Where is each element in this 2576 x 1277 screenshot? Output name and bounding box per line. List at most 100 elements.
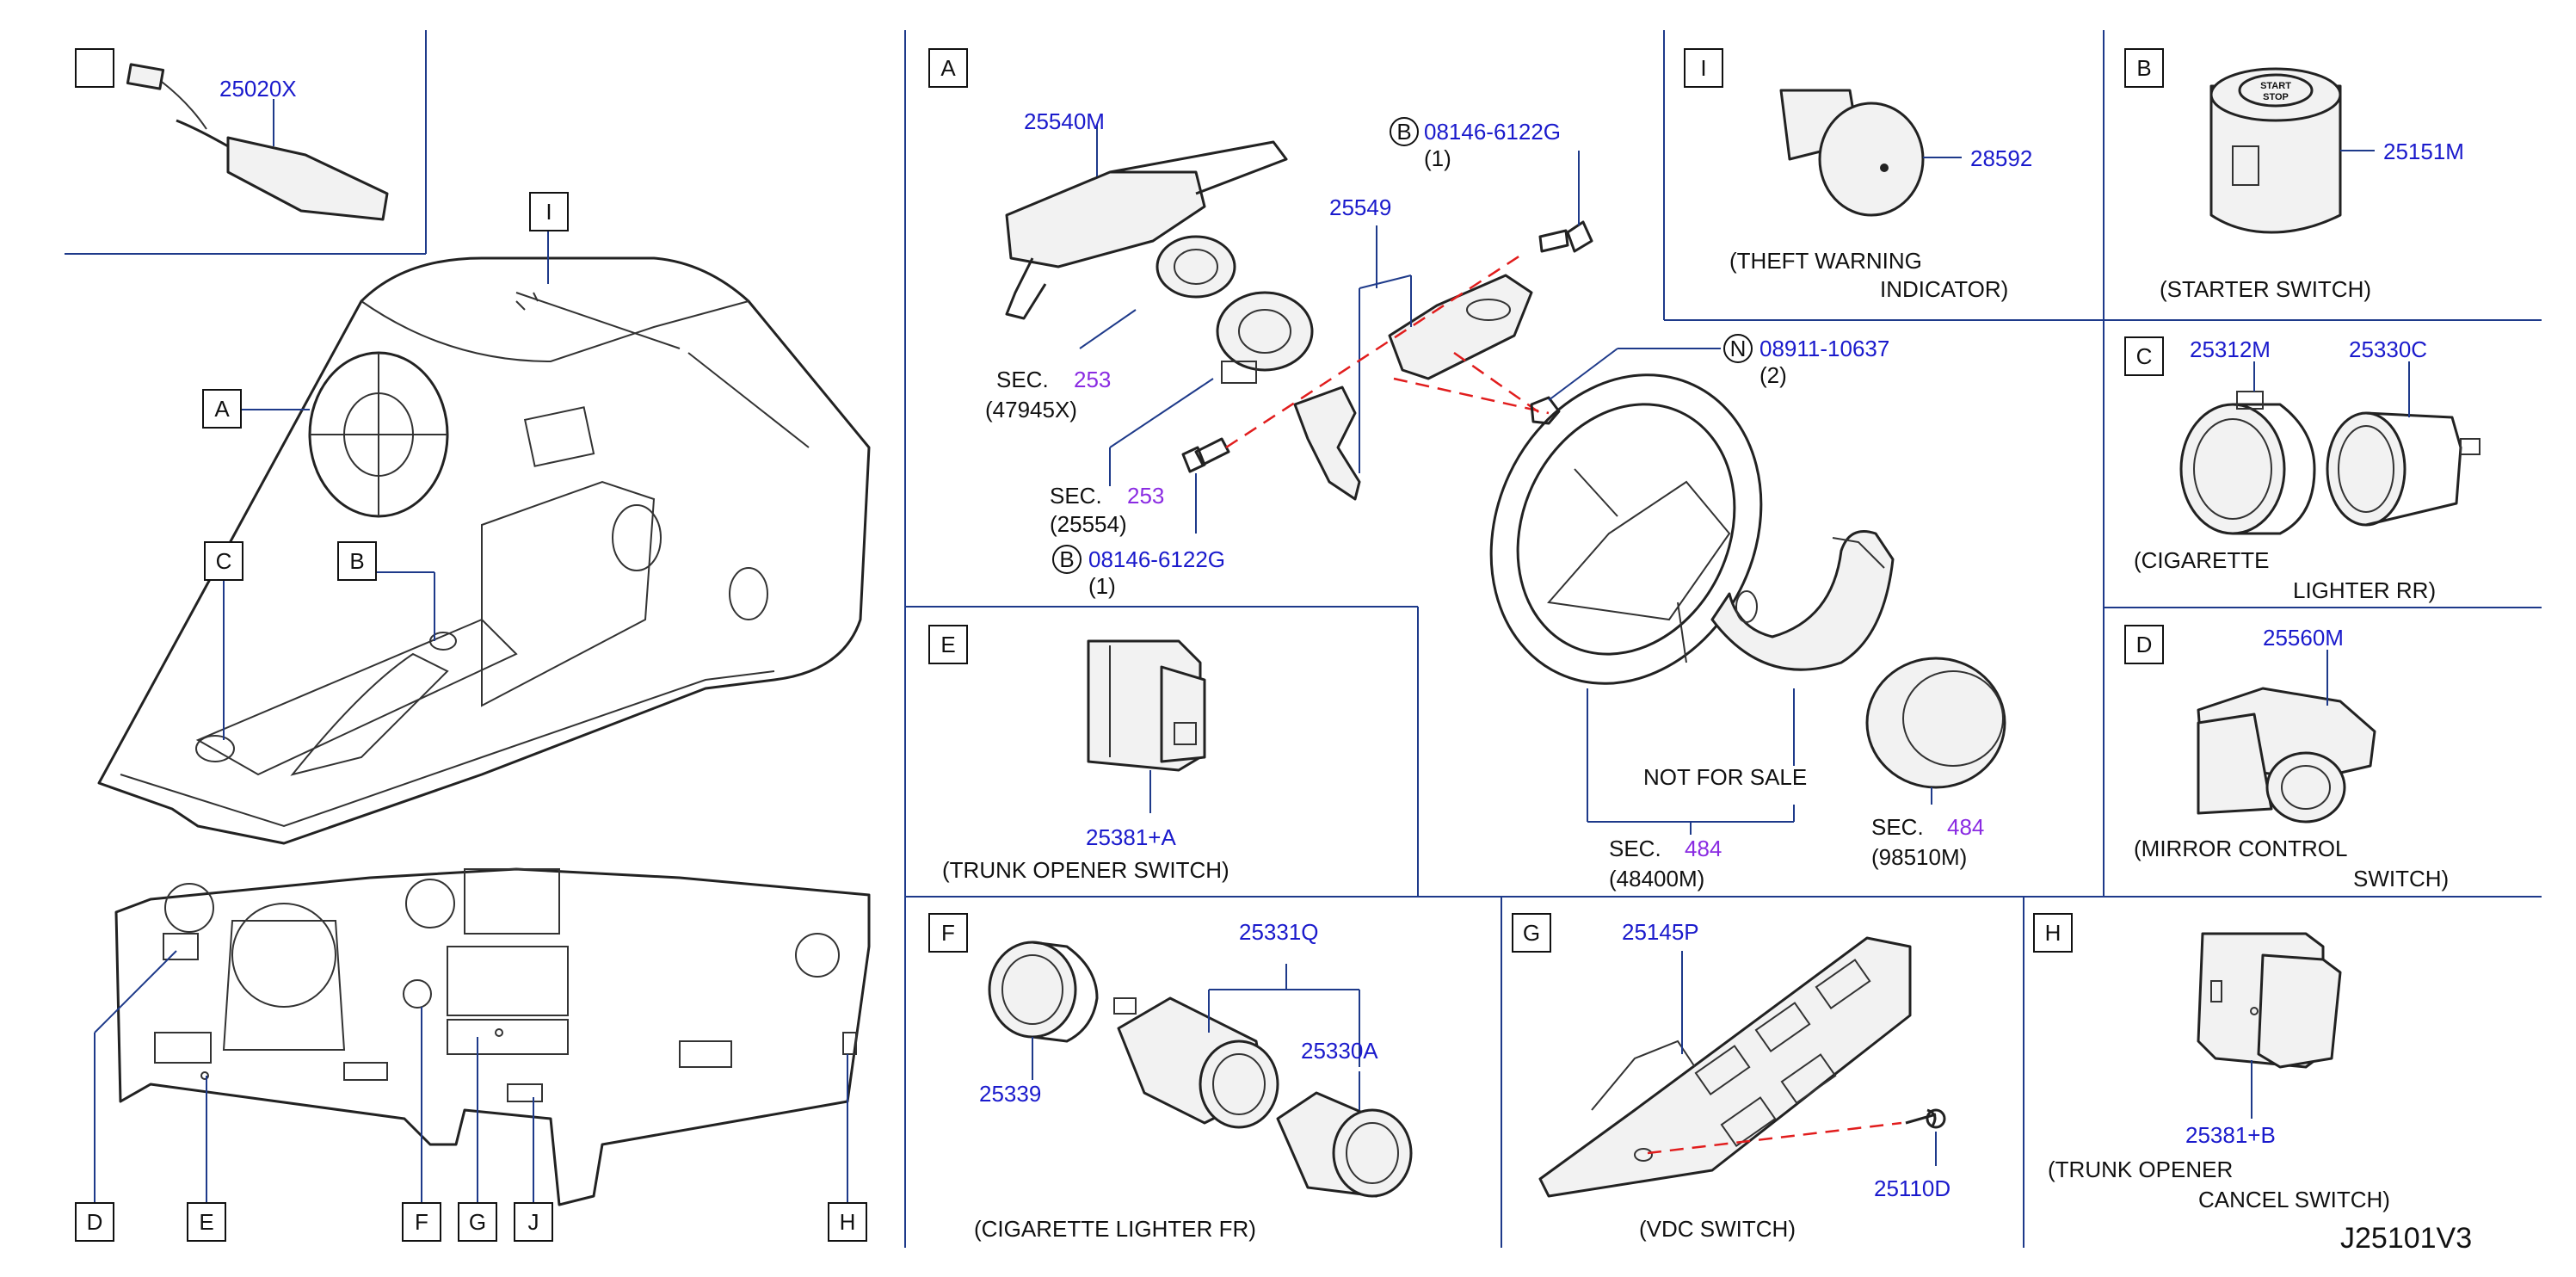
part-25330c-label: 25330C xyxy=(2349,336,2427,362)
sec-484-a-num: 484 xyxy=(1685,836,1722,861)
svg-text:I: I xyxy=(1700,55,1706,81)
svg-text:J: J xyxy=(528,1209,539,1235)
lighter-rr-caption-1: (CIGARETTE xyxy=(2134,547,2269,573)
part-25330a-label: 25330A xyxy=(1301,1038,1378,1064)
part-25339-label: 25339 xyxy=(979,1081,1041,1107)
vdc-switch-caption: (VDC SWITCH) xyxy=(1639,1216,1796,1242)
svg-text:D: D xyxy=(2136,632,2153,657)
callout-box-f: F xyxy=(402,1202,441,1242)
callout-box-e: E xyxy=(187,1202,226,1242)
svg-text:(1): (1) xyxy=(1088,573,1116,599)
part-25145p-label: 25145P xyxy=(1622,919,1699,945)
not-for-sale-note: NOT FOR SALE xyxy=(1643,764,1807,790)
instrument-panel-overview xyxy=(97,256,871,845)
svg-text:08911-10637: 08911-10637 xyxy=(1759,336,1889,361)
svg-text:F: F xyxy=(415,1209,428,1235)
sec-484-a-sub: (48400M) xyxy=(1609,866,1704,891)
callout-box-h: H xyxy=(828,1202,867,1242)
svg-text:F: F xyxy=(941,920,955,946)
panel-f: F 25339 25331Q 25330A (CIGARETTE LIGHTER… xyxy=(928,913,1413,1242)
callout-box-j-bottom: J xyxy=(514,1202,553,1242)
panel-h: H 25381+B (TRUNK OPENER CANCEL SWITCH) xyxy=(2033,913,2390,1212)
starter-switch-body xyxy=(2209,84,2342,234)
svg-text:(2): (2) xyxy=(1759,362,1787,388)
theft-caption-1: (THEFT WARNING xyxy=(1729,248,1922,274)
svg-text:H: H xyxy=(2045,920,2061,946)
lighter-fr-caption: (CIGARETTE LIGHTER FR) xyxy=(974,1216,1256,1242)
sec-253-b-sub: (25554) xyxy=(1050,511,1127,537)
sec-253-b-label: SEC. xyxy=(1050,483,1102,509)
trunk-cancel-caption-2: CANCEL SWITCH) xyxy=(2198,1187,2390,1212)
svg-text:08146-6122G: 08146-6122G xyxy=(1088,546,1225,572)
mirror-caption-1: (MIRROR CONTROL xyxy=(2134,836,2347,861)
svg-text:B: B xyxy=(2136,55,2151,81)
svg-text:D: D xyxy=(87,1209,103,1235)
sec-253-a-num: 253 xyxy=(1074,367,1111,392)
sec-253-a-label: SEC. xyxy=(996,367,1049,392)
svg-text:H: H xyxy=(840,1209,856,1235)
overview-callouts xyxy=(94,228,848,1205)
part-28592-label: 28592 xyxy=(1970,145,2032,171)
part-25110d-label: 25110D xyxy=(1874,1175,1950,1201)
callout-box-b: B xyxy=(337,541,377,581)
drawing-id: J25101V3 xyxy=(2340,1222,2472,1255)
svg-text:A: A xyxy=(214,396,230,422)
sec-484-b-label: SEC. xyxy=(1871,814,1924,840)
svg-text:G: G xyxy=(1523,920,1540,946)
sec-253-a-sub: (47945X) xyxy=(985,397,1077,423)
part-25381b-label: 25381+B xyxy=(2185,1122,2276,1148)
svg-text:E: E xyxy=(199,1209,213,1235)
panel-j-letter xyxy=(75,48,114,88)
svg-text:I: I xyxy=(545,199,552,225)
panel-frame xyxy=(65,30,2542,1248)
steering-cover-shape xyxy=(1710,530,1895,671)
svg-text:E: E xyxy=(940,632,955,657)
sec-484-b-num: 484 xyxy=(1947,814,1984,840)
trunk-switch-caption: (TRUNK OPENER SWITCH) xyxy=(942,857,1229,883)
sec-484-a-label: SEC. xyxy=(1609,836,1661,861)
svg-text:B: B xyxy=(1396,119,1411,145)
sec-484-b-sub: (98510M) xyxy=(1871,844,1967,870)
callout-box-d: D xyxy=(75,1202,114,1242)
trunk-cancel-caption-1: (TRUNK OPENER xyxy=(2048,1157,2233,1182)
panel-b: B START STOP 25151M (STARTER SWITCH) xyxy=(2124,48,2464,302)
sec-253-b-num: 253 xyxy=(1127,483,1164,509)
steering-wheel-shape xyxy=(1489,373,1763,685)
part-25312m-label: 25312M xyxy=(2190,336,2271,362)
svg-text:G: G xyxy=(469,1209,486,1235)
sensor-25020x-shape xyxy=(226,136,389,221)
dashboard-front-overview xyxy=(114,867,871,1206)
svg-text:N: N xyxy=(1730,336,1747,361)
lighter-rr-caption-2: LIGHTER RR) xyxy=(2293,577,2436,603)
callout-box-i: I xyxy=(529,192,569,231)
part-25549-label: 25549 xyxy=(1329,194,1391,220)
svg-text:B: B xyxy=(349,548,364,574)
mirror-caption-2: SWITCH) xyxy=(2353,866,2449,891)
part-25560m-label: 25560M xyxy=(2263,625,2344,651)
svg-text:08146-6122G: 08146-6122G xyxy=(1424,119,1561,145)
callout-box-c: C xyxy=(204,541,243,581)
theft-indicator-lens xyxy=(1818,102,1925,217)
panel-g: G 25145P 25110D (VDC SWITCH) xyxy=(1512,913,1950,1242)
part-25331q-label: 25331Q xyxy=(1239,919,1319,945)
airbag-module-shape xyxy=(1865,657,2006,789)
vdc-switch-bezel xyxy=(1538,936,1912,1198)
bolt-b-bottom-label: B 08146-6122G (1) xyxy=(1052,545,1225,599)
part-25381a-label: 25381+A xyxy=(1086,824,1176,850)
panel-i: I 28592 (THEFT WARNING INDICATOR) xyxy=(1684,48,2032,302)
start-button-text-1: START xyxy=(2260,81,2291,91)
combination-switch-shape xyxy=(1005,170,1206,268)
bolt-b-top-label: B 08146-6122G (1) xyxy=(1390,117,1561,171)
theft-caption-2: INDICATOR) xyxy=(1880,276,2008,302)
panel-a: A 25540M SEC. 253 (47945X) SEC. 253 (255… xyxy=(928,48,2006,891)
panel-j: 25020X xyxy=(75,48,389,221)
paddle-left-shape xyxy=(1293,386,1361,501)
panel-e: E 25381+A (TRUNK OPENER SWITCH) xyxy=(928,625,1229,883)
nut-n-label: N 08911-10637 (2) xyxy=(1723,334,1889,388)
callout-box-g: G xyxy=(458,1202,497,1242)
part-25151m-label: 25151M xyxy=(2383,139,2464,164)
svg-text:A: A xyxy=(940,55,956,81)
svg-text:C: C xyxy=(2136,343,2153,369)
panel-d: D 25560M (MIRROR CONTROL SWITCH) xyxy=(2124,625,2449,891)
starter-caption: (STARTER SWITCH) xyxy=(2160,276,2371,302)
